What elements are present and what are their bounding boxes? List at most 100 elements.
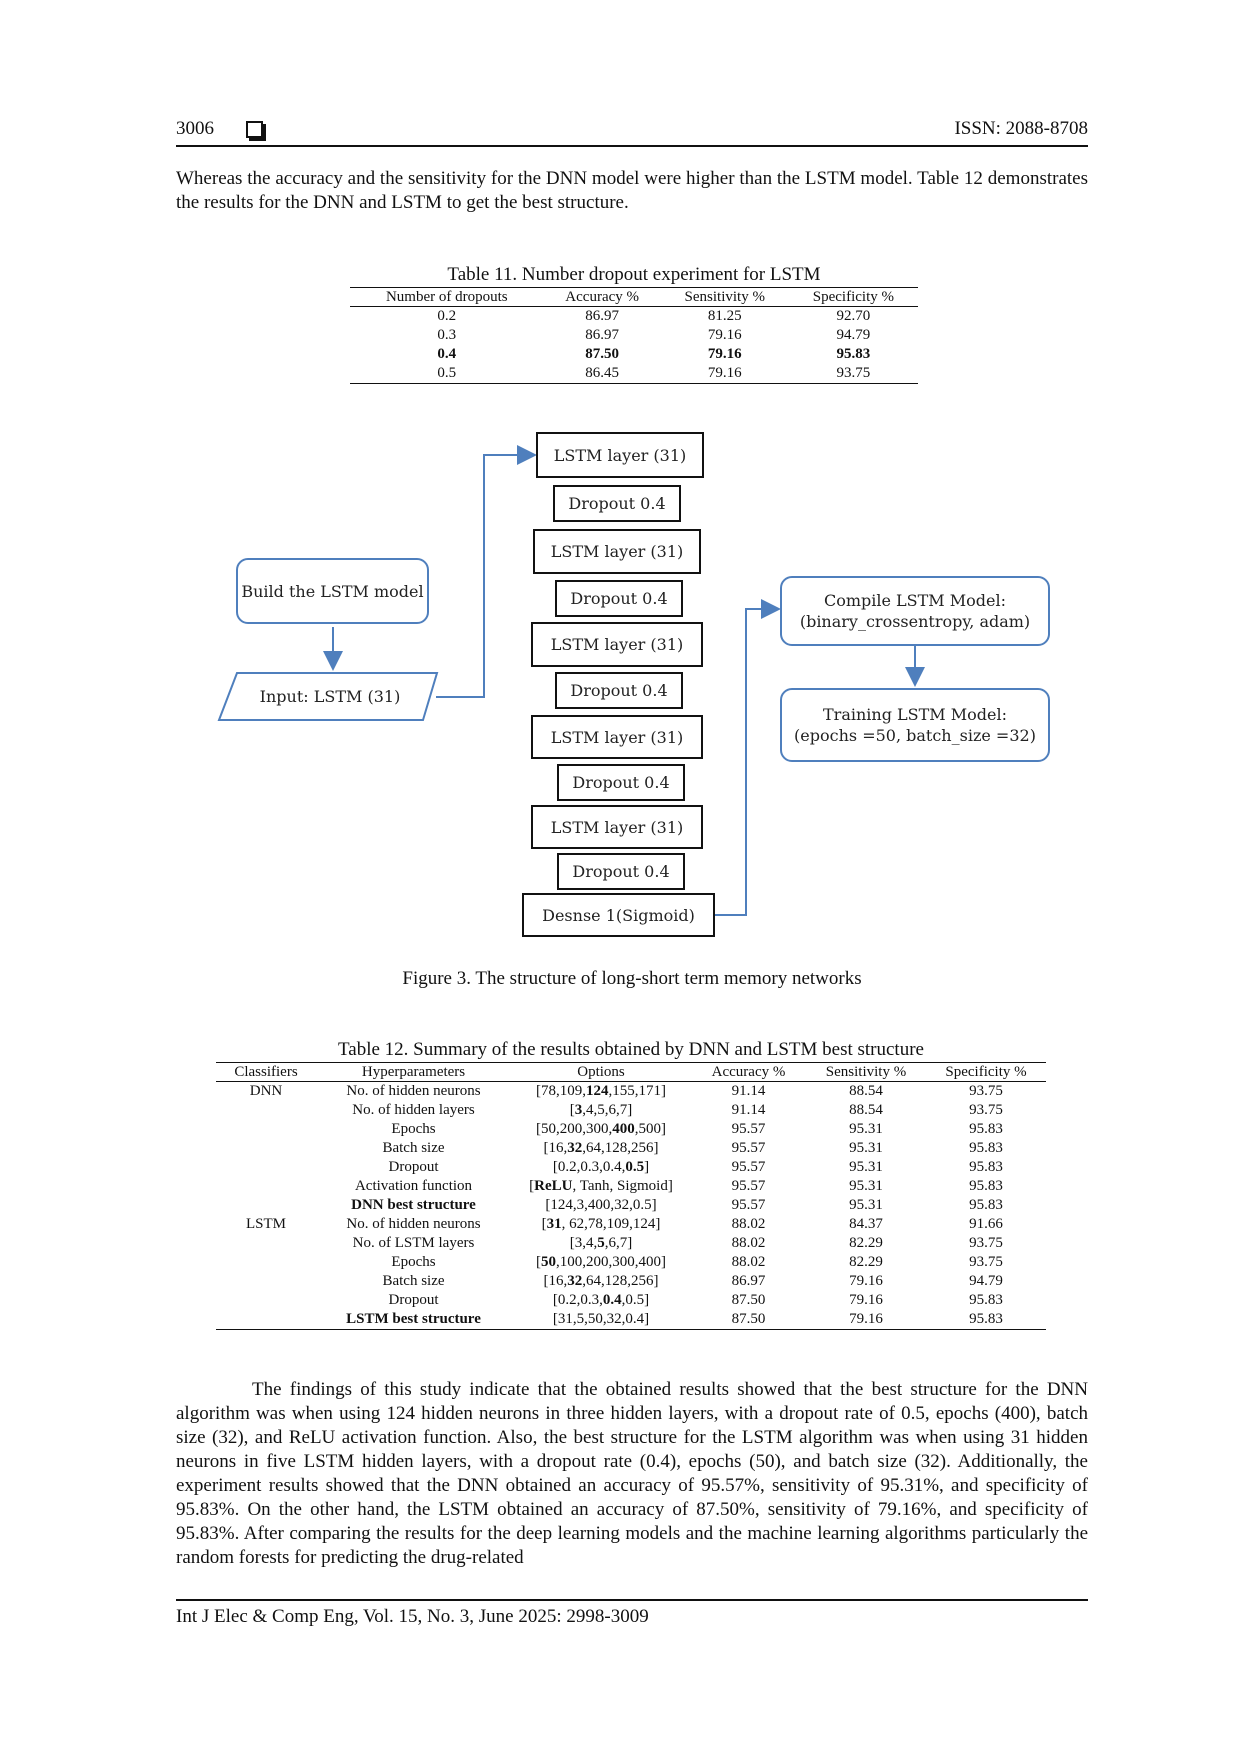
table-cell: [3,4,5,6,7] — [511, 1234, 691, 1253]
dropout-node: Dropout 0.4 — [553, 485, 681, 522]
option-best-value: 31 — [546, 1216, 562, 1232]
table-cell: 81.25 — [707, 308, 742, 324]
table-cell: [31,5,50,32,0.4] — [511, 1310, 691, 1330]
table-cell: 95.57 — [731, 1197, 766, 1213]
table-cell: 95.83 — [926, 1310, 1046, 1330]
table-cell: 95.83 — [969, 1292, 1003, 1308]
option-best-value: 0.4 — [602, 1292, 622, 1308]
option-text: ,6,7] — [604, 1235, 633, 1251]
arrow-input-to-lstm — [436, 445, 537, 698]
table-cell: DNN — [249, 1083, 283, 1099]
table12-header: Hyperparameters — [316, 1062, 511, 1082]
header-rule — [176, 145, 1088, 147]
arrow-dense-to-compile — [714, 599, 781, 916]
build-model-node: Build the LSTM model — [236, 558, 429, 624]
table-cell — [216, 1196, 316, 1215]
option-text: ,64,128,256] — [582, 1273, 659, 1289]
table-cell: 91.14 — [731, 1102, 766, 1118]
table-cell: 95.83 — [969, 1121, 1003, 1137]
intro-paragraph: Whereas the accuracy and the sensitivity… — [176, 168, 1088, 213]
table-cell: 93.75 — [969, 1083, 1003, 1099]
option-best-value: ReLU — [534, 1178, 573, 1194]
option-text: [ — [541, 1216, 547, 1232]
table-cell: 88.02 — [731, 1216, 766, 1232]
table-cell: 87.50 — [731, 1292, 766, 1308]
table-cell: [16,32,64,128,256] — [511, 1272, 691, 1291]
table-cell: No. of hidden layers — [352, 1102, 475, 1118]
table-cell: 86.97 — [585, 308, 620, 324]
table-cell: No. of hidden neurons — [346, 1216, 481, 1232]
table-row: 0.2 86.97 81.25 92.70 — [350, 307, 918, 327]
table-cell: [3,4,5,6,7] — [511, 1101, 691, 1120]
table-cell: 93.75 — [969, 1254, 1003, 1270]
table-cell: [0.2,0.3,0.4,0.5] — [511, 1158, 691, 1177]
table-cell: LSTM best structure — [316, 1310, 511, 1330]
lstm-layer-node: LSTM layer (31) — [536, 432, 704, 478]
table-cell: 87.50 — [585, 346, 620, 362]
option-text: , Tanh, Sigmoid] — [572, 1178, 673, 1194]
issn-label: ISSN: 2088-8708 — [954, 118, 1088, 139]
option-text: ,155,171] — [608, 1083, 667, 1099]
table-cell — [216, 1177, 316, 1196]
table-cell: LSTM — [245, 1216, 286, 1232]
dense-sigmoid-node: Desnse 1(Sigmoid) — [522, 893, 715, 937]
table-cell: 0.4 — [437, 346, 457, 362]
table-cell: [0.2,0.3,0.4,0.5] — [511, 1291, 691, 1310]
table-cell — [216, 1139, 316, 1158]
square-bullet-icon — [246, 121, 263, 138]
table-cell: [16,32,64,128,256] — [511, 1139, 691, 1158]
table-cell: 0.3 — [437, 327, 457, 343]
table-cell: 95.31 — [849, 1121, 883, 1137]
option-text: ] — [644, 1159, 650, 1175]
table-cell: 93.75 — [788, 364, 918, 384]
table12-header: Classifiers — [216, 1062, 316, 1082]
lstm-layer-node: LSTM layer (31) — [531, 622, 703, 667]
footer-rule — [176, 1599, 1088, 1601]
option-text: ,4,5,6,7] — [582, 1102, 633, 1118]
table-cell — [216, 1158, 316, 1177]
page-number: 3006 — [176, 118, 214, 139]
table-row: Activation function[ReLU, Tanh, Sigmoid]… — [216, 1177, 1046, 1196]
diagram-connectors — [217, 445, 925, 916]
table12: Classifiers Hyperparameters Options Accu… — [216, 1062, 1046, 1330]
table-cell: 88.02 — [731, 1235, 766, 1251]
option-text: [ — [536, 1254, 541, 1270]
findings-paragraph: The findings of this study indicate that… — [176, 1379, 1088, 1568]
table-cell: 95.83 — [969, 1178, 1003, 1194]
table-cell — [216, 1101, 316, 1120]
table-cell — [216, 1234, 316, 1253]
table-cell: 87.50 — [691, 1310, 806, 1330]
table-cell: No. of hidden neurons — [346, 1083, 481, 1099]
table-cell: 79.16 — [806, 1310, 926, 1330]
table-cell: 92.70 — [836, 308, 871, 324]
table-cell — [216, 1310, 316, 1330]
option-best-value: 50 — [541, 1254, 556, 1270]
option-text: [0.2,0.3,0.4, — [552, 1159, 626, 1175]
option-best-value: 5 — [597, 1235, 605, 1251]
table-cell: 82.29 — [849, 1254, 883, 1270]
option-text: [ — [569, 1102, 575, 1118]
dropout-node: Dropout 0.4 — [555, 580, 683, 617]
training-model-node: Training LSTM Model: (epochs =50, batch_… — [780, 688, 1050, 762]
table-row-best: 0.4 87.50 79.16 95.83 — [350, 345, 918, 364]
table12-header: Accuracy % — [691, 1062, 806, 1082]
table11-header: Number of dropouts — [350, 287, 544, 307]
table-cell: No. of LSTM layers — [352, 1235, 475, 1251]
lstm-layer-node: LSTM layer (31) — [533, 529, 701, 574]
table-cell: 95.57 — [731, 1159, 766, 1175]
table-cell — [216, 1253, 316, 1272]
lstm-layer-node: LSTM layer (31) — [531, 805, 703, 849]
option-text: [78,109, — [536, 1083, 586, 1099]
option-text: [50,200,300, — [536, 1121, 613, 1137]
table-cell: 93.75 — [969, 1235, 1003, 1251]
compile-node-line1: Compile LSTM Model: — [823, 591, 1007, 610]
table-cell: [124,3,400,32,0.5] — [511, 1196, 691, 1215]
table-cell: 94.79 — [836, 327, 871, 343]
input-parallelogram — [217, 672, 439, 721]
table11-header: Accuracy % — [543, 287, 661, 307]
